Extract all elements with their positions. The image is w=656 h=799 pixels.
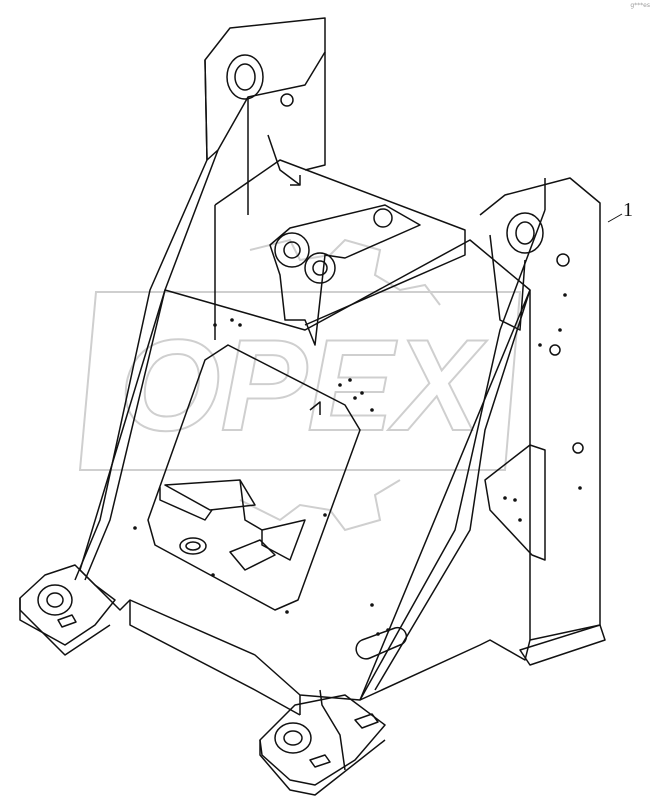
corner-tag: g***es xyxy=(630,2,650,9)
bolt-holes xyxy=(133,293,582,636)
watermark-text: OPEX xyxy=(119,312,488,458)
callout-leader xyxy=(607,213,623,223)
callout-number: 1 xyxy=(623,199,633,221)
opex-watermark: OPEX xyxy=(78,238,522,532)
frame-body xyxy=(19,17,606,796)
